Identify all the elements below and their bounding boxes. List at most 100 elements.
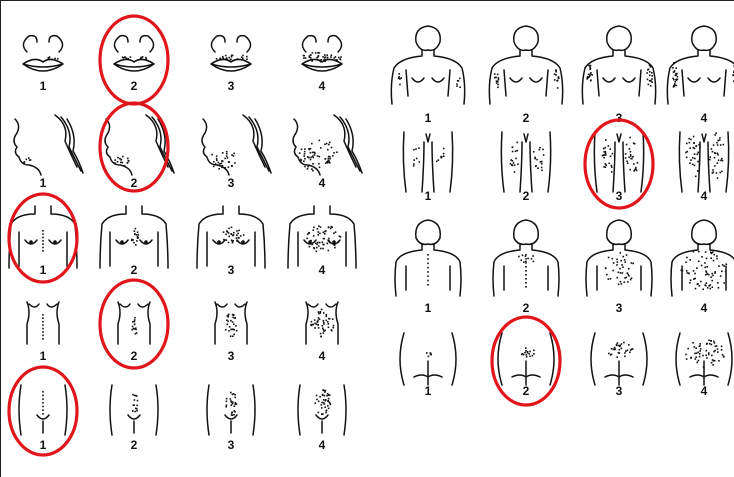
hair-dot xyxy=(717,162,719,164)
hair-dot xyxy=(416,158,418,160)
hair-dot xyxy=(326,54,328,56)
hair-dot xyxy=(619,352,621,354)
hair-dot xyxy=(232,60,234,62)
hair-dot xyxy=(677,76,679,78)
hair-dot xyxy=(543,154,545,156)
hair-dot xyxy=(630,279,632,281)
hair-dot xyxy=(121,159,123,161)
hair-dot xyxy=(233,153,235,155)
hair-dot xyxy=(713,144,715,146)
hair-dot xyxy=(222,152,224,154)
hair-dot xyxy=(230,320,232,322)
hair-dot xyxy=(714,157,716,159)
hair-dot xyxy=(305,57,307,59)
hair-dot xyxy=(510,163,512,165)
hair-dot xyxy=(232,336,234,338)
hair-dot xyxy=(328,226,330,228)
hair-dot xyxy=(697,161,699,163)
hair-dot xyxy=(717,140,719,142)
hair-dot xyxy=(233,232,235,234)
hair-dot xyxy=(726,263,728,265)
hair-dot xyxy=(319,140,321,142)
hair-dot xyxy=(42,331,44,333)
hair-dot xyxy=(525,258,527,260)
hair-dot xyxy=(232,394,234,396)
hair-dot xyxy=(626,144,628,146)
hair-dot xyxy=(525,262,527,264)
hair-dot xyxy=(228,236,230,238)
hair-dot xyxy=(398,73,400,75)
hair-dot xyxy=(42,338,44,340)
hair-dot xyxy=(532,355,534,357)
hair-dot xyxy=(232,403,234,405)
hair-dot xyxy=(127,158,129,160)
hair-dot xyxy=(540,161,542,163)
hair-dot xyxy=(699,345,701,347)
hair-dot xyxy=(318,225,320,227)
hair-dot xyxy=(690,279,692,281)
hair-dot xyxy=(311,321,313,323)
hair-dot xyxy=(624,352,626,354)
hair-dot xyxy=(134,324,136,326)
hair-dot xyxy=(323,399,325,401)
hair-dot xyxy=(591,74,593,76)
hair-dot xyxy=(326,243,328,245)
hair-dot xyxy=(525,266,527,268)
hair-dot xyxy=(633,163,635,165)
hair-dot xyxy=(318,412,320,414)
hair-dot xyxy=(319,156,321,158)
hair-dot xyxy=(723,282,725,284)
hair-dot xyxy=(336,151,338,153)
hair-dot xyxy=(610,148,612,150)
hair-dot xyxy=(225,55,227,57)
hair-dot xyxy=(497,87,499,89)
hair-dot xyxy=(318,163,320,165)
hair-dot xyxy=(616,264,618,266)
hair-dot xyxy=(532,255,534,257)
hair-dot xyxy=(236,230,238,232)
hair-dot xyxy=(124,165,126,167)
hair-dot xyxy=(685,261,687,263)
hair-dot xyxy=(713,341,715,343)
hair-dot xyxy=(627,281,629,283)
hair-dot xyxy=(427,263,429,265)
hair-dot xyxy=(135,244,137,246)
hair-dot xyxy=(310,159,312,161)
hair-dot xyxy=(690,159,692,161)
hair-dot xyxy=(322,241,324,243)
hair-dot xyxy=(694,278,696,280)
hair-dot xyxy=(717,282,719,284)
hair-dot xyxy=(523,261,525,263)
hair-dot xyxy=(698,261,700,263)
hair-dot xyxy=(312,244,314,246)
hair-dot xyxy=(627,163,629,165)
hair-dot xyxy=(136,234,138,236)
hair-dot xyxy=(225,406,227,408)
hair-dot xyxy=(330,228,332,230)
hair-dot xyxy=(603,154,605,156)
hair-dot xyxy=(224,167,226,169)
hair-dot xyxy=(514,171,516,173)
hair-dot xyxy=(308,148,310,150)
hair-dot xyxy=(215,163,217,165)
hair-dot xyxy=(691,357,693,359)
hair-dot xyxy=(718,160,720,162)
right-upper-back-score-4-label: 4 xyxy=(701,301,708,315)
hair-dot xyxy=(240,235,242,237)
hair-dot xyxy=(333,233,335,235)
hair-dot xyxy=(334,244,336,246)
hair-dot xyxy=(675,73,677,75)
hair-dot xyxy=(427,284,429,286)
hair-dot xyxy=(222,57,224,59)
hair-dot xyxy=(697,154,699,156)
hair-dot xyxy=(325,56,327,58)
hair-dot xyxy=(709,343,711,345)
hair-dot xyxy=(694,273,696,275)
hair-dot xyxy=(237,58,239,60)
hair-dot xyxy=(722,160,724,162)
hair-dot xyxy=(616,344,618,346)
nipple xyxy=(53,240,57,244)
hair-dot xyxy=(626,277,628,279)
hair-dot xyxy=(329,403,331,405)
hair-dot xyxy=(525,270,527,272)
